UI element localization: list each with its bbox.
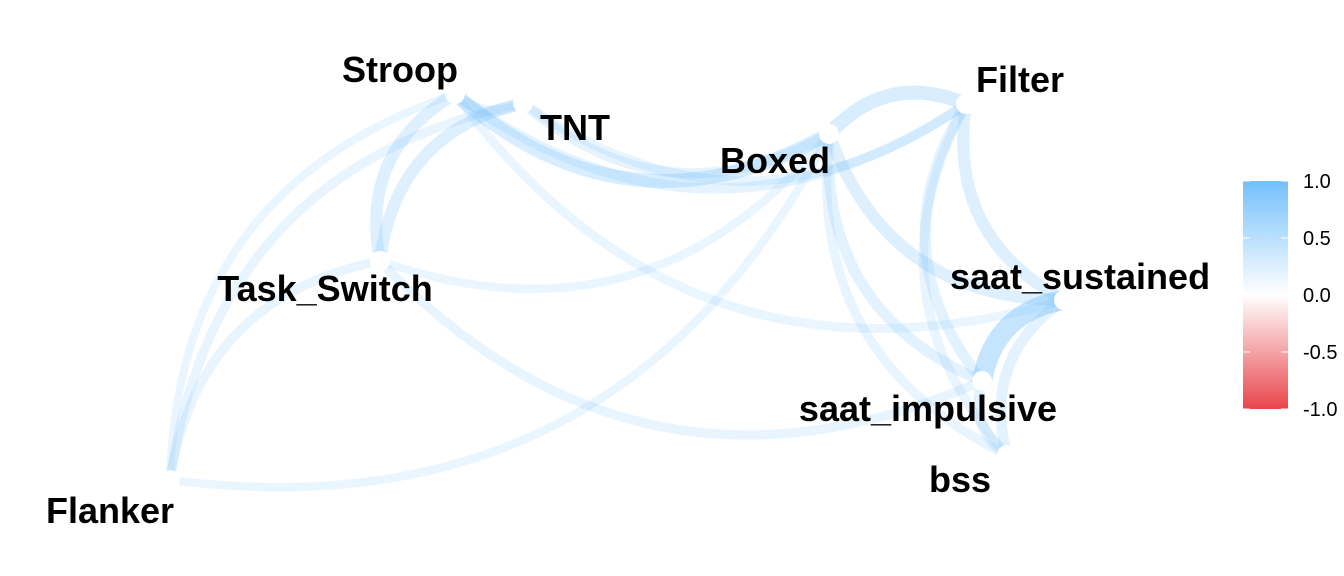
legend-tick-label: 0.5 bbox=[1303, 228, 1331, 250]
node-Filter bbox=[956, 94, 976, 114]
node-label: Filter bbox=[976, 59, 1064, 100]
node-label: Flanker bbox=[46, 490, 174, 531]
edge-Filter-Boxed bbox=[822, 85, 973, 141]
legend-tick-label: -0.5 bbox=[1303, 342, 1337, 364]
legend-tick-label: 0.0 bbox=[1303, 285, 1331, 307]
edges bbox=[165, 85, 1074, 492]
node-Stroop bbox=[445, 84, 465, 104]
node-label: Boxed bbox=[720, 140, 830, 181]
edge-Boxed-bss bbox=[821, 129, 1012, 460]
node-bss bbox=[997, 445, 1017, 465]
edge-Filter-saat_impulsive bbox=[919, 98, 988, 387]
node-label: saat_sustained bbox=[950, 256, 1210, 297]
edge-Filter-bss bbox=[918, 99, 1012, 460]
color-legend: 1.0 0.5 0.0 -0.5 -1.0 bbox=[1243, 171, 1337, 421]
edge-saat_sustained-saat_impulsive bbox=[972, 290, 1074, 391]
node-TNT bbox=[513, 93, 533, 113]
edge-Flanker-Boxed bbox=[165, 129, 834, 492]
edge-Stroop-Task_Switch bbox=[370, 88, 461, 267]
node-label: saat_impulsive bbox=[799, 388, 1057, 429]
node-Flanker bbox=[160, 470, 180, 490]
edge-Task_Switch-Flanker bbox=[165, 256, 385, 485]
edge-Boxed-saat_sustained bbox=[823, 128, 1070, 306]
legend-colorbar bbox=[1243, 181, 1288, 409]
edge-Stroop-Filter bbox=[450, 89, 971, 194]
node-label: Task_Switch bbox=[217, 268, 432, 309]
node-label: Stroop bbox=[342, 49, 458, 90]
edge-TNT-Flanker bbox=[165, 98, 528, 485]
edge-Stroop-Flanker bbox=[166, 90, 459, 484]
node-Boxed bbox=[819, 124, 839, 144]
edge-Stroop-Boxed bbox=[448, 87, 836, 188]
node-Task_Switch bbox=[370, 251, 390, 271]
legend-tick-label: 1.0 bbox=[1303, 171, 1331, 193]
edge-saat_sustained-bss bbox=[995, 294, 1070, 461]
node-label: TNT bbox=[540, 107, 610, 148]
edge-TNT-Filter bbox=[518, 98, 971, 186]
edge-Stroop-saat_sustained bbox=[450, 89, 1069, 333]
edge-TNT-Task_Switch bbox=[374, 97, 529, 267]
nodes bbox=[160, 84, 1074, 490]
edge-Filter-saat_sustained bbox=[957, 98, 1070, 306]
edge-Boxed-saat_impulsive bbox=[823, 128, 988, 387]
node-saat_impulsive bbox=[972, 371, 992, 391]
node-saat_sustained bbox=[1054, 290, 1074, 310]
legend-tick-label: -1.0 bbox=[1303, 399, 1337, 421]
node-label: bss bbox=[929, 459, 991, 500]
edge-Task_Switch-saat_impulsive bbox=[375, 256, 987, 440]
edge-Task_Switch-Boxed bbox=[375, 129, 834, 294]
edge-TNT-Boxed bbox=[518, 98, 834, 179]
